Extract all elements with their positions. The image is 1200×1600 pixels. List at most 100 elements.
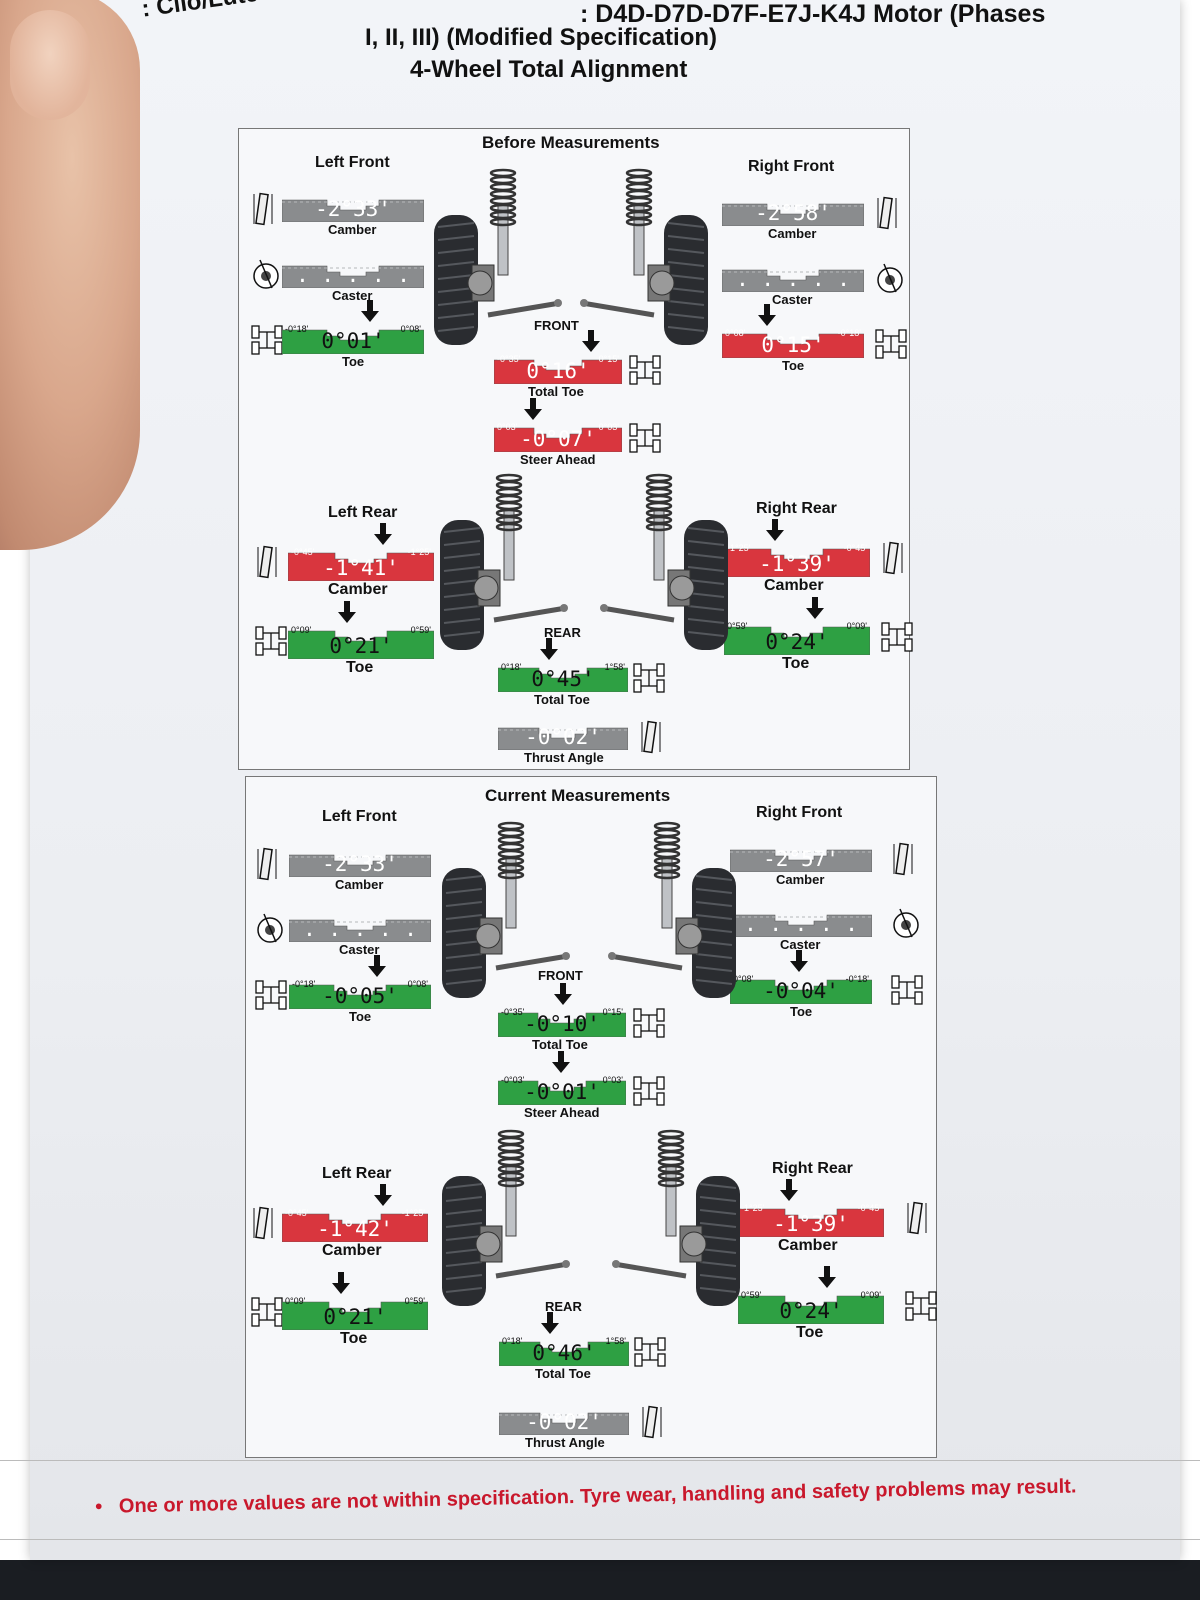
current-right-rear-camber-gauge-min-limit: -1°25' [741,1203,765,1213]
before-right-rear-camber-label: Camber [764,577,824,594]
before-steer-ahead-gauge-value: -0°07' [520,427,596,451]
before-steer-ahead-icon [628,420,662,454]
current-right-front-toe-arrow [790,950,808,972]
before-left-rear-camber-gauge-value: -1°41' [323,556,399,580]
before-left-front-toe-arrow [361,300,379,322]
before-left-front-caster-gauge: . . . . . [282,258,424,288]
before-front-total-toe-gauge: 0°16'-0°35'0°15' [494,352,622,384]
before-rear-total-toe-gauge-value: 0°45' [531,667,595,691]
warning-bullet: • [95,1495,103,1518]
current-left-front-toe-label: Toe [349,1009,372,1024]
current-panel-title: Current Measurements [485,786,671,805]
before-front-total-toe-label: Total Toe [528,384,584,399]
current-right-rear-camber-gauge-value: -1°39' [773,1212,849,1236]
before-left-rear-camber-arrow [374,523,392,545]
current-right-front-caster-gauge-bar [730,914,872,937]
before-left-front-caster-gauge-bar [282,265,424,288]
before-right-front-camber-gauge-value: -2°58' [755,201,831,225]
before-left-rear-toe-label: Toe [346,659,374,676]
before-front-total-toe-gauge-value: 0°16' [526,359,590,383]
current-left-front-camber-gauge-bar [289,854,431,877]
current-front-total-toe-gauge-bar [498,1012,626,1037]
current-left-front-toe-arrow [368,955,386,977]
before-right-rear-camber-gauge-value: -1°39' [759,552,835,576]
current-front-left-suspension-illustration [440,818,570,1008]
current-right-front-camber-gauge-bar [730,849,872,872]
current-right-rear-toe-gauge-max-limit: 0°09' [860,1290,881,1300]
current-right-rear-label: Right Rear [772,1160,853,1177]
before-right-front-camber-label: Camber [768,226,817,241]
current-right-rear-camber-gauge: -1°39'-1°25'-0°45' [738,1201,884,1237]
before-thrust-angle-label: Thrust Angle [524,750,604,765]
before-left-rear-toe-gauge-max-limit: 0°59' [410,625,431,635]
current-front-total-toe-gauge-value: -0°10' [524,1012,600,1036]
before-right-rear-camber-gauge-min-limit: -1°25' [727,543,751,553]
current-right-front-toe-gauge: -0°04'0°08'-0°18' [730,972,872,1004]
before-steer-ahead-gauge-min-limit: 0°03' [497,422,518,432]
before-right-front-toe-gauge-bar [722,333,864,358]
current-thrust-angle-label: Thrust Angle [525,1435,605,1450]
before-left-front-toe-gauge-min-limit: -0°18' [285,324,309,334]
current-right-front-toe-gauge-value: -0°04' [763,979,839,1003]
before-right-front-camber-gauge: -2°58' [722,196,864,226]
current-left-rear-camber-label: Camber [322,1242,382,1259]
current-steer-ahead-gauge-value: -0°01' [524,1080,600,1104]
before-front-total-toe-gauge-bar [494,359,622,384]
before-right-rear-camber-gauge: -1°39' -1°25' -0°45' [724,541,870,577]
before-left-front-label: Left Front [315,154,390,171]
current-left-rear-camber-gauge-min-limit: -0°45' [285,1208,309,1218]
current-left-front-camber-icon [254,847,280,881]
current-right-front-toe-label: Toe [790,1004,813,1019]
current-left-rear-toe-gauge: 0°21'0°09'0°59' [282,1294,428,1330]
current-right-front-camber-gauge-value: -2°57' [763,847,839,871]
current-right-front-toe-gauge-max-limit: -0°18' [845,974,869,984]
hand-thumb [0,0,140,550]
before-rear-total-toe-gauge-max-limit: 1°58' [604,662,625,672]
current-left-front-caster-label: Caster [339,942,380,957]
before-right-front-toe-icon [874,326,908,360]
current-right-rear-toe-gauge-value: 0°24' [779,1299,843,1323]
before-left-rear-label: Left Rear [328,504,398,521]
before-left-front-toe-label: Toe [342,354,365,369]
current-right-front-caster-gauge: . . . . . [730,907,872,937]
current-steer-ahead-gauge-bar [498,1080,626,1105]
current-left-front-caster-gauge: . . . . . [289,912,431,942]
current-right-rear-toe-arrow [818,1266,836,1288]
current-left-front-toe-gauge-min-limit: -0°18' [292,979,316,989]
before-right-rear-camber-gauge-max-limit: -0°45' [843,543,867,553]
current-right-rear-camber-icon [904,1201,930,1235]
current-left-rear-toe-gauge-value: 0°21' [323,1305,387,1329]
before-left-front-camber-label: Camber [328,222,377,237]
footer-box [0,1460,1200,1540]
current-thrust-angle-gauge: -0°02' [499,1405,629,1435]
current-left-front-caster-icon [254,912,286,944]
before-left-rear-camber-gauge-min-limit: -0°45' [291,547,315,557]
current-left-front-caster-gauge-bar [289,919,431,942]
before-left-rear-camber-icon [254,545,280,579]
current-left-rear-label: Left Rear [322,1165,392,1182]
current-steer-ahead-icon [632,1073,666,1107]
before-left-front-camber-gauge: -2°33' [282,192,424,222]
before-left-front-camber-gauge-value: -2°33' [315,197,391,221]
before-left-front-caster-label: Caster [332,288,373,303]
current-right-rear-camber-label: Camber [778,1237,838,1254]
current-steer-ahead-gauge-min-limit: -0°03' [501,1075,525,1085]
before-front-total-toe-icon [628,352,662,386]
current-right-rear-toe-gauge-min-limit: 0°59' [741,1290,762,1300]
before-panel-title: Before Measurements [482,133,660,152]
before-rear-total-toe-arrow [540,638,558,660]
current-rear-right-suspension-illustration [612,1126,742,1316]
current-left-front-camber-gauge: -2°33' [289,847,431,877]
current-steer-ahead-label: Steer Ahead [524,1105,600,1120]
current-rear-left-suspension-illustration [440,1126,570,1316]
current-left-rear-camber-icon [250,1206,276,1240]
before-right-front-caster-icon [874,262,906,294]
before-right-rear-camber-arrow [766,519,784,541]
current-steer-ahead-gauge: -0°01'-0°03'0°03' [498,1073,626,1105]
before-rear-right-suspension-illustration [600,470,730,660]
current-right-rear-camber-arrow [780,1179,798,1201]
current-left-front-toe-gauge-value: -0°05' [322,984,398,1008]
current-front-total-toe-gauge-min-limit: -0°35' [501,1007,525,1017]
before-right-front-label: Right Front [748,158,835,175]
current-rear-total-toe-gauge-value: 0°46' [532,1341,596,1365]
